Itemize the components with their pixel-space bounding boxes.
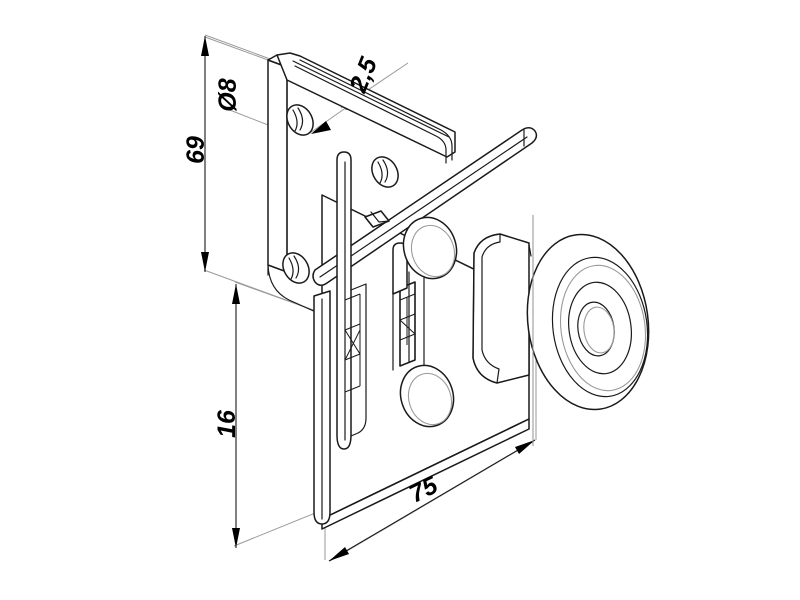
dim-label-height16: 16 bbox=[213, 409, 241, 438]
boss-lower bbox=[399, 364, 455, 428]
part-geometry bbox=[267, 52, 650, 530]
hole-bottom bbox=[282, 252, 310, 284]
slot-left-hatch bbox=[344, 293, 361, 393]
hole-mid bbox=[371, 156, 399, 188]
roller-wheel bbox=[526, 233, 650, 411]
slot-right-hatch bbox=[399, 293, 416, 345]
slot-left bbox=[336, 151, 352, 450]
dim-label-dia8: Ø8 bbox=[214, 78, 242, 111]
hole-top bbox=[286, 104, 314, 136]
dim-label-height69: 69 bbox=[182, 136, 210, 164]
boss-upper bbox=[402, 216, 458, 280]
mounting-plate bbox=[267, 59, 288, 273]
